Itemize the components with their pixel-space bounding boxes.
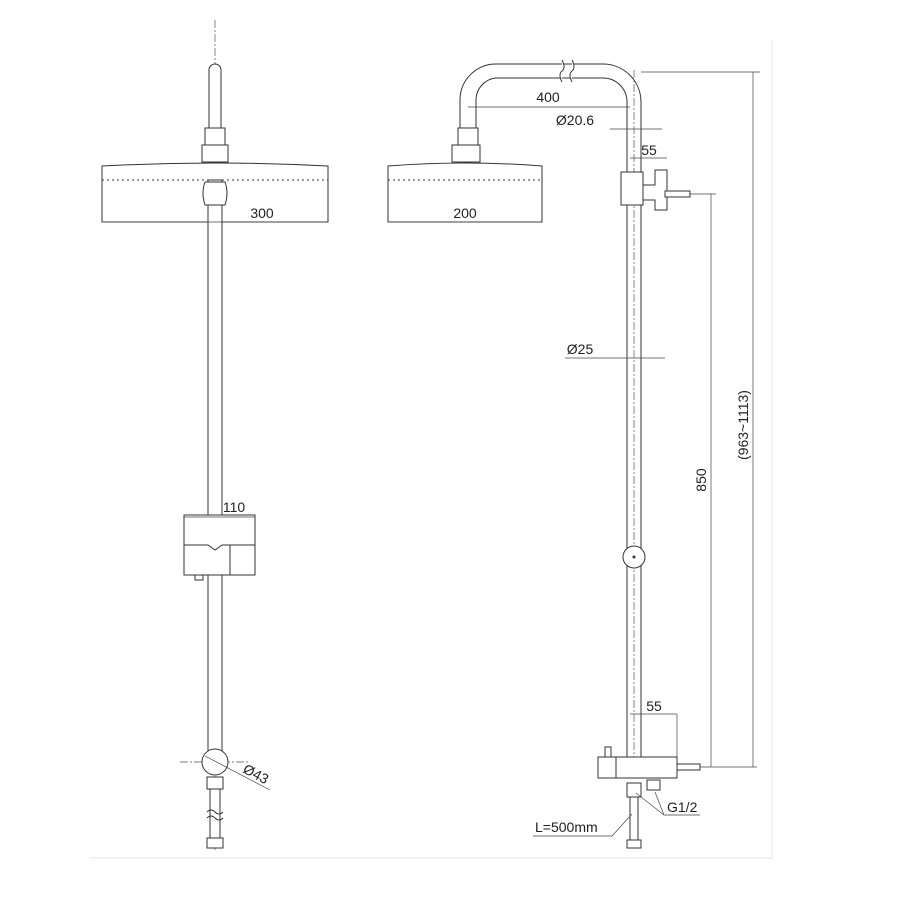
- wall-plate: [642, 169, 668, 211]
- rod: [207, 179, 223, 761]
- break-mark: [206, 809, 224, 821]
- dim-400: 400: [536, 89, 560, 105]
- arm-break: [559, 59, 575, 83]
- mixer-body: [597, 756, 678, 779]
- hose-length-label: L=500mm: [535, 819, 598, 835]
- front-view: 300 110 Ø43: [101, 20, 329, 850]
- inlet-thread-label: G1/2: [667, 799, 698, 815]
- mixer-pin: [676, 763, 701, 771]
- slide-holder-dot: [632, 555, 636, 559]
- shower-arm-and-rod: [459, 63, 642, 761]
- side-inlet: [646, 779, 661, 791]
- g12-leader: [635, 791, 700, 816]
- holder-knob: [194, 574, 204, 581]
- head-joint: [202, 181, 228, 206]
- dim-110: 110: [223, 499, 246, 515]
- ball-joint: [201, 748, 229, 776]
- wall-bracket: [620, 171, 644, 206]
- shower-head-side: [387, 162, 543, 223]
- hose-leader: [533, 813, 633, 837]
- side-view: 200 400 Ø20.6 55 Ø25 55 G1/2 L=500mm 850: [387, 59, 760, 849]
- nut: [201, 144, 229, 163]
- dim-850: 850: [693, 468, 709, 492]
- dim-200: 200: [453, 205, 477, 221]
- dim-total: (963~1113): [735, 390, 751, 460]
- dim-43-leader: [204, 755, 271, 791]
- dim-55-bottom: 55: [646, 698, 662, 714]
- dim-300: 300: [250, 205, 274, 221]
- mixer-knob: [604, 746, 612, 758]
- arm-nut: [451, 144, 481, 163]
- dim-43: Ø43: [241, 761, 272, 788]
- dim-20-6: Ø20.6: [556, 112, 594, 128]
- top-nozzle: [208, 63, 222, 129]
- hose-side: [629, 796, 639, 841]
- hose-nut-bottom: [206, 837, 224, 849]
- dim-25: Ø25: [567, 341, 594, 357]
- collar: [204, 127, 226, 146]
- arm-collar: [457, 127, 479, 146]
- hose-nut-side: [626, 839, 642, 849]
- dim-55-top: 55: [641, 142, 657, 158]
- holder-detail: [184, 544, 255, 575]
- hose-nut-top: [206, 776, 224, 790]
- wall-screw: [664, 190, 691, 198]
